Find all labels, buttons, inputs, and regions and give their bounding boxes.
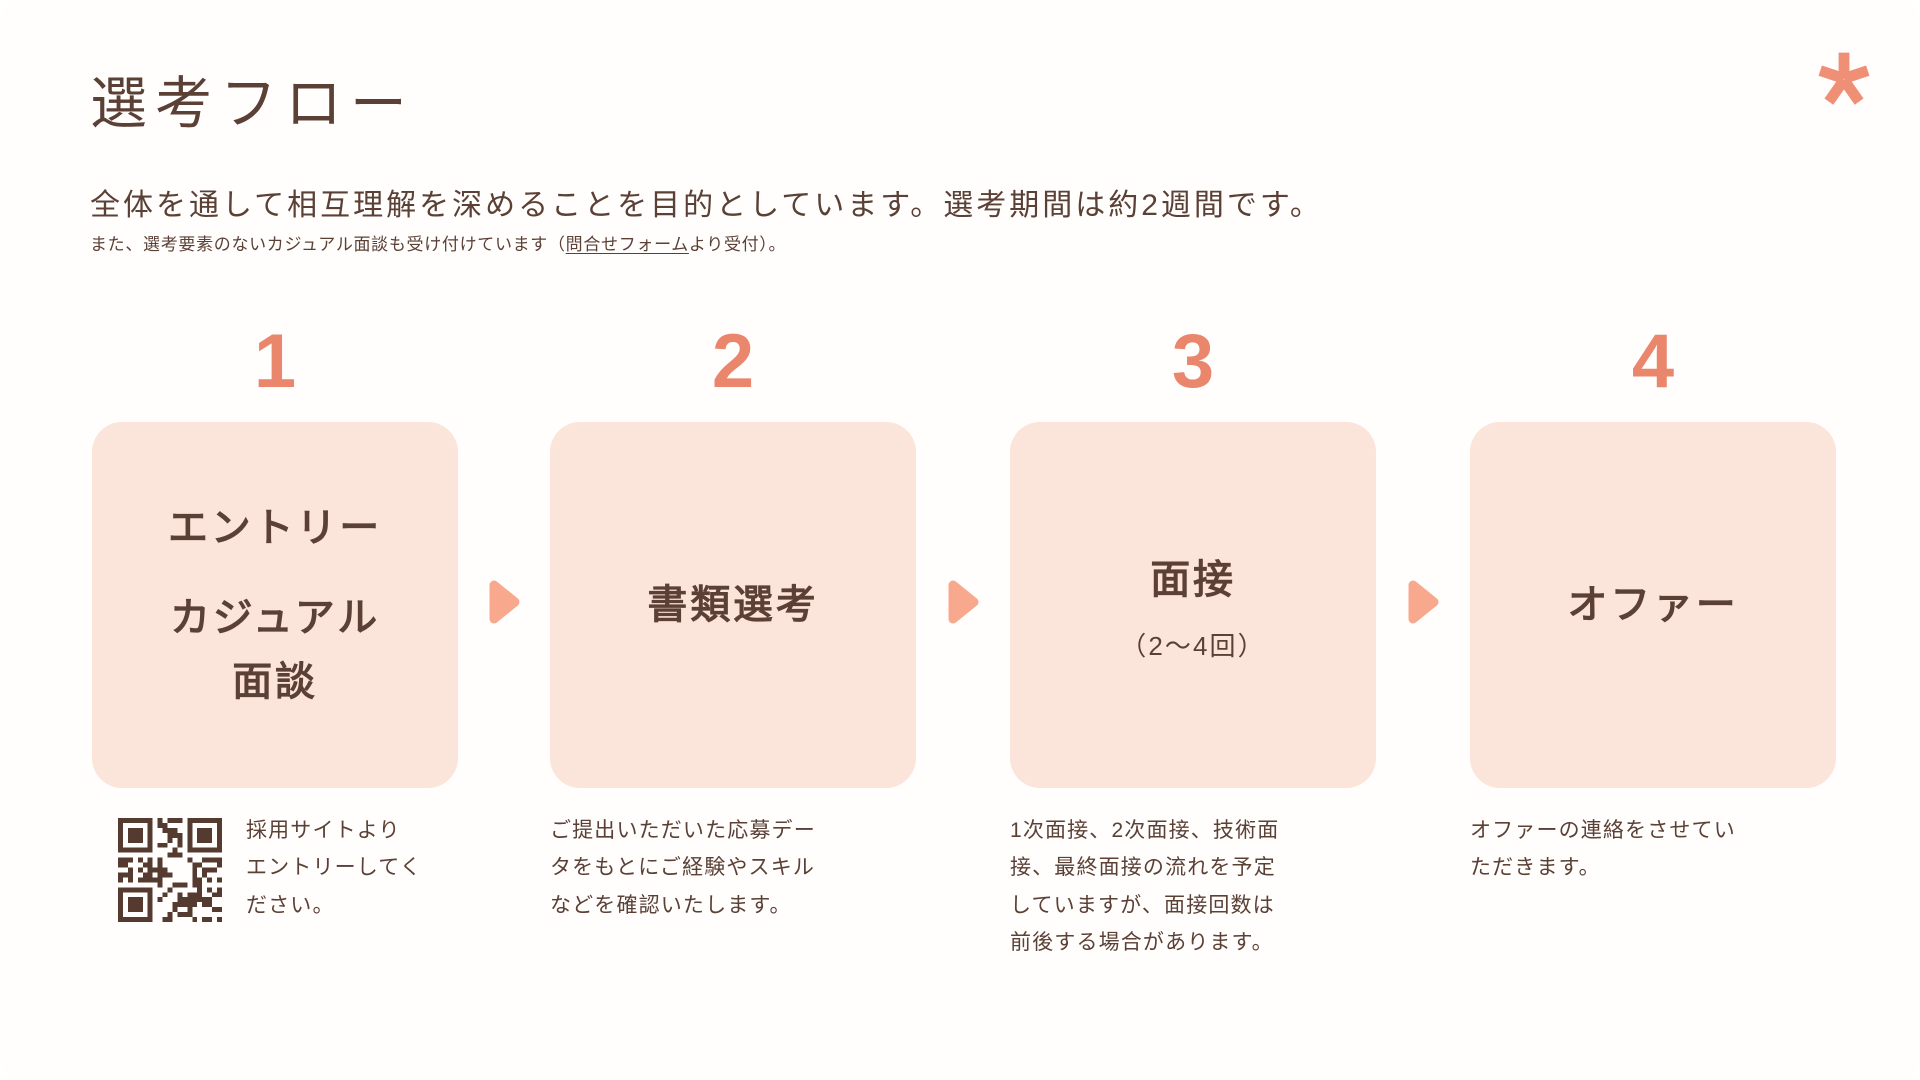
step-number: 4 bbox=[1631, 319, 1675, 404]
step-box-title: エントリー bbox=[168, 506, 382, 550]
step-box-subtitle: （2〜4回） bbox=[1120, 630, 1266, 661]
page-note-suffix: より受付）。 bbox=[688, 235, 787, 254]
step-box-title: カジュアル bbox=[170, 596, 380, 640]
step-box-screening: 書類選考 bbox=[550, 422, 916, 788]
flow-arrow-icon bbox=[948, 580, 979, 624]
step-description: 採用サイトより エントリーしてく ださい。 bbox=[246, 819, 422, 917]
asterisk-logo-icon bbox=[1818, 52, 1870, 105]
flow-arrow-icon bbox=[489, 580, 520, 624]
step-box-title: オファー bbox=[1567, 583, 1739, 627]
flow-arrow-icon bbox=[1408, 580, 1439, 624]
step-box-title: 書類選考 bbox=[647, 583, 819, 627]
step-box-title: 面接 bbox=[1150, 557, 1236, 602]
step-description: オファーの連絡をさせてい ただきます。 bbox=[1470, 819, 1736, 880]
page-note: また、選考要素のないカジュアル面談も受け付けています（問合せフォームより受付）。 bbox=[90, 230, 786, 255]
step-number: 1 bbox=[253, 319, 297, 404]
step-description: ご提出いただいた応募デー タをもとにご経験やスキル などを確認いたします。 bbox=[550, 819, 816, 917]
page-note-prefix: また、選考要素のないカジュアル面談も受け付けています（ bbox=[90, 235, 566, 254]
step-number: 3 bbox=[1171, 319, 1215, 404]
step-box-entry: エントリー カジュアル 面談 bbox=[92, 422, 458, 788]
step-number: 2 bbox=[711, 319, 755, 404]
step-description-row: 採用サイトより エントリーしてく ださい。 bbox=[92, 812, 472, 924]
contact-form-link[interactable]: 問合せフォーム bbox=[565, 235, 689, 254]
page-subtitle: 全体を通して相互理解を深めることを目的としています。選考期間は約2週間です。 bbox=[90, 189, 1323, 222]
page-title: 選考フロー bbox=[90, 72, 415, 136]
step-box-offer: オファー bbox=[1470, 422, 1836, 788]
step-box-interview: 面接 （2〜4回） bbox=[1010, 422, 1376, 788]
step-box-title: 面談 bbox=[232, 660, 318, 704]
qr-code bbox=[118, 818, 222, 922]
step-description: 1次面接、2次面接、技術面 接、最終面接の流れを予定 していますが、面接回数は … bbox=[1010, 819, 1280, 955]
